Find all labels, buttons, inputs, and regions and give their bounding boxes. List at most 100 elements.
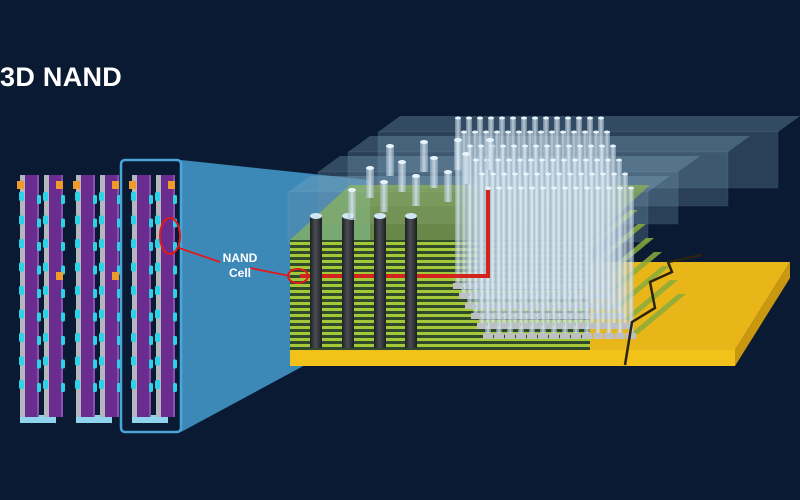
pillar-cap	[600, 172, 606, 176]
channel-strip	[105, 175, 117, 417]
cell-marker	[43, 333, 48, 342]
pillar-cap	[571, 130, 577, 134]
pillar-cap	[599, 144, 605, 148]
pillar-foot	[565, 323, 575, 329]
cell-marker	[43, 309, 48, 319]
cell-marker	[131, 309, 136, 319]
cell-marker	[155, 356, 160, 366]
cell-marker	[131, 380, 136, 389]
pillar-cap	[588, 144, 594, 148]
cell-marker	[19, 215, 24, 225]
gate-strip	[20, 175, 25, 417]
stair-step	[622, 280, 678, 320]
pillar-cap	[507, 186, 513, 190]
channel-pillar	[578, 174, 584, 323]
cell-marker	[37, 242, 41, 251]
pillar-foot	[576, 323, 586, 329]
pillar-cap	[549, 130, 555, 134]
pillar-foot	[554, 323, 564, 329]
cell-marker	[61, 312, 65, 322]
callout-label-line1: NAND	[223, 251, 258, 265]
pillar-cap	[523, 172, 529, 176]
word-line-layer	[290, 248, 590, 251]
select-gate	[129, 181, 136, 189]
channel-pillar	[556, 174, 562, 323]
cell-marker	[19, 239, 24, 248]
select-gate	[168, 181, 175, 189]
cell-marker	[61, 359, 65, 369]
cell-marker	[173, 383, 177, 392]
pillar-cap	[576, 116, 582, 120]
cell-marker	[131, 239, 136, 248]
cell-marker	[75, 262, 80, 272]
gate-strip	[132, 175, 137, 417]
pillar-foot	[620, 323, 630, 329]
pillar-cap	[505, 130, 511, 134]
pillar-cap	[593, 130, 599, 134]
select-gate	[112, 272, 119, 280]
channel-strip	[137, 175, 149, 417]
pillar-cap	[506, 158, 512, 162]
pillar-cap	[562, 186, 568, 190]
channel-pillar	[490, 174, 496, 323]
word-line-layer	[290, 344, 590, 347]
word-line-layer	[290, 272, 590, 275]
pillar-cap	[398, 160, 406, 164]
cell-marker	[131, 356, 136, 366]
channel-pillar	[518, 188, 524, 333]
select-gate	[56, 181, 63, 189]
pillar-cap	[461, 130, 467, 134]
cell-marker	[19, 333, 24, 342]
pillar-cap	[545, 172, 551, 176]
pillar-cap	[467, 144, 473, 148]
pillar-cap	[529, 186, 535, 190]
pillar-cap	[560, 130, 566, 134]
pillar-cap	[496, 186, 502, 190]
pillar-cap	[510, 116, 516, 120]
cell-marker	[131, 262, 136, 272]
pillar-foot	[615, 333, 625, 339]
pillar-foot	[477, 323, 487, 329]
pillar-cap	[543, 116, 549, 120]
pillar-cap	[455, 116, 461, 120]
cell-marker	[61, 195, 65, 204]
channel-pillar	[617, 188, 623, 333]
cell-marker	[93, 242, 97, 251]
channel-pillar	[551, 188, 557, 333]
channel-pillar	[534, 174, 540, 323]
pillar-foot	[538, 333, 548, 339]
cell-marker	[93, 359, 97, 369]
front-pillar	[342, 216, 354, 348]
callout-label-line2: Cell	[229, 266, 251, 280]
pillar-cap	[598, 116, 604, 120]
nand-string	[129, 175, 177, 423]
cell-marker	[43, 239, 48, 248]
pillar-cap	[606, 186, 612, 190]
nand-cell-callout: NAND Cell	[159, 217, 309, 284]
cell-marker	[99, 333, 104, 342]
tier-pillar	[398, 162, 406, 192]
pillar-cap	[565, 116, 571, 120]
cell-marker	[149, 242, 153, 251]
cell-marker	[61, 218, 65, 228]
pillar-cap	[511, 144, 517, 148]
callout-line	[249, 267, 291, 277]
word-line-layer	[290, 338, 590, 341]
pillar-foot	[516, 333, 526, 339]
string-base	[76, 415, 112, 423]
cell-marker	[61, 383, 65, 392]
channel-pillar	[467, 146, 473, 303]
gate-strip	[100, 175, 105, 417]
channel-pillar	[628, 188, 634, 333]
nand-3d-stack	[287, 116, 800, 366]
cell-marker	[93, 312, 97, 322]
pillar-cap	[594, 158, 600, 162]
cell-marker	[37, 312, 41, 322]
cell-marker	[149, 336, 153, 345]
tier-pillar	[486, 140, 494, 170]
pillar-cap	[517, 158, 523, 162]
pillar-cap	[348, 188, 356, 192]
cell-marker	[99, 356, 104, 366]
pillar-cap	[485, 186, 491, 190]
cell-marker	[131, 215, 136, 225]
